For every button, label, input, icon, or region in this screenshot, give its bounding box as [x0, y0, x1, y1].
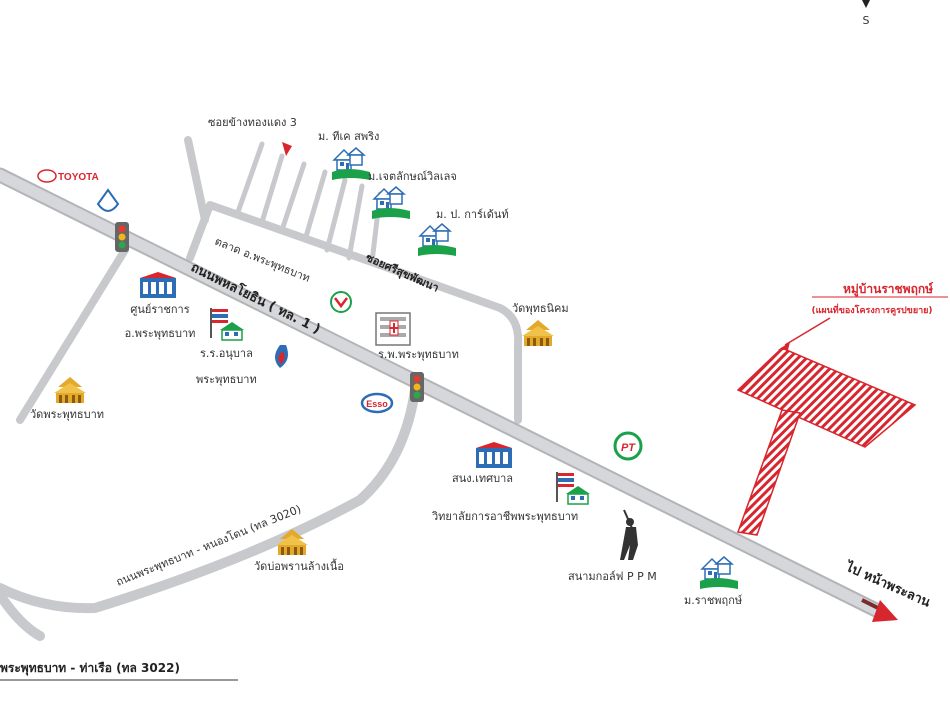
- project-area[interactable]: หมู่บ้านราชพฤกษ์ (แผนที่ของโครงการคูรปขย…: [736, 282, 948, 536]
- government-building-icon: [140, 272, 176, 298]
- landmark-ban-tk[interactable]: ม. ทีเค สพริง: [318, 130, 379, 181]
- temple-icon: [54, 377, 86, 403]
- pt-icon: [613, 431, 643, 461]
- road-3022: [0, 590, 45, 641]
- label-ban-jedsak: ม.เจตลักษณ์วิลเลจ: [368, 170, 457, 183]
- landmark-school[interactable]: ร.ร.อนุบาล พระพุทธบาท: [196, 307, 257, 386]
- project-subtitle: (แผนที่ของโครงการคูรปขยาย): [811, 303, 932, 316]
- label-college: วิทยาลัยการอาชีพพระพุทธบาท: [431, 510, 578, 523]
- label-gov-center-1: ศูนย์ราชการ: [130, 303, 189, 316]
- kbank-logo: [330, 291, 352, 313]
- house-icon: [371, 186, 411, 220]
- road-soi-4: [302, 169, 328, 243]
- compass: S: [862, 0, 870, 27]
- kbank-icon: [330, 291, 352, 313]
- project-access-road: [736, 409, 802, 536]
- label-ban-tk: ม. ทีเค สพริง: [318, 130, 379, 143]
- temple-icon: [522, 320, 554, 346]
- road-soi-3: [279, 161, 307, 233]
- landmark-hospital[interactable]: ร.พ.พระพุทธบาท: [375, 312, 459, 361]
- compass-arrow-icon: [862, 0, 870, 8]
- road-north-stub: [184, 136, 209, 224]
- fuel-station-icon: [96, 188, 120, 212]
- road-soi-6: [346, 183, 365, 261]
- landmark-college[interactable]: วิทยาลัยการอาชีพพระพุทธบาท: [431, 471, 591, 523]
- soi-flag-icon: [282, 142, 292, 156]
- landmark-gov-center[interactable]: ศูนย์ราชการ อ.พระพุทธบาท: [125, 272, 196, 340]
- compass-south-label: S: [863, 14, 870, 27]
- traffic-light-icon: [410, 372, 424, 402]
- landmark-municipal[interactable]: สนง.เทศบาล: [452, 442, 513, 485]
- toyota-logo-icon: [37, 169, 57, 183]
- destination-arrow: [861, 598, 898, 622]
- road-west-branch: [16, 246, 129, 424]
- road-soi-2: [259, 153, 285, 225]
- landmark-golf[interactable]: สนามกอล์ฟ P P M: [568, 509, 657, 583]
- label-school-1: ร.ร.อนุบาล: [200, 347, 253, 360]
- landmark-ban-jedsak[interactable]: ม.เจตลักษณ์วิลเลจ: [368, 170, 457, 220]
- label-soi-thonglaeng: ซอยข้างทองแดง 3: [208, 116, 297, 129]
- landmark-ban-garden[interactable]: ม. ป. การ์เด้นท์: [417, 208, 509, 257]
- label-pt: PT: [621, 442, 636, 454]
- project-plot[interactable]: [736, 347, 917, 448]
- label-golf: สนามกอล์ฟ P P M: [568, 570, 657, 583]
- government-building-icon: [476, 442, 512, 468]
- esso-icon: [360, 392, 394, 414]
- landmark-wat-phrabat[interactable]: วัดพระพุทธบาท: [30, 377, 104, 421]
- label-municipal: สนง.เทศบาล: [452, 472, 513, 485]
- label-wat-phrabat: วัดพระพุทธบาท: [30, 408, 104, 421]
- landmark-wat-phuttanimit[interactable]: วัดพุทธนิคม: [512, 302, 569, 346]
- label-wat-phuttanimit: วัดพุทธนิคม: [512, 302, 569, 315]
- house-icon: [699, 556, 739, 590]
- toyota-label: TOYOTA: [58, 172, 99, 183]
- road-srisuk: [376, 261, 523, 424]
- road-3020: [0, 385, 420, 614]
- golfer-icon: [620, 509, 638, 560]
- road-soi-1: [235, 141, 265, 215]
- landmark-wat-bo[interactable]: วัดบ่อพรานล้างเนื้อ: [254, 529, 344, 573]
- label-hospital: ร.พ.พระพุทธบาท: [378, 348, 459, 361]
- project-title: หมู่บ้านราชพฤกษ์: [843, 282, 933, 297]
- ptt-logo: [275, 345, 288, 368]
- label-gov-center-2: อ.พระพุทธบาท: [125, 327, 196, 340]
- road-soi-5: [324, 177, 348, 253]
- label-soi-srisuk: ซอยศรีสุขพัฒนา: [363, 251, 440, 296]
- label-ban-garden: ม. ป. การ์เด้นท์: [436, 208, 509, 221]
- label-esso: Esso: [366, 399, 388, 409]
- project-pointer: [784, 317, 831, 346]
- school-icon: [209, 307, 245, 341]
- traffic-light-icon: [115, 222, 129, 252]
- pt-logo: PT: [613, 431, 643, 461]
- esso-logo: Esso: [360, 392, 394, 414]
- house-icon: [417, 223, 457, 257]
- school-icon: [555, 471, 591, 505]
- road-market-loop: [186, 201, 384, 269]
- label-ban-ratchaphruek: ม.ราชพฤกษ์: [684, 594, 742, 607]
- label-wat-bo: วัดบ่อพรานล้างเนื้อ: [254, 558, 344, 573]
- house-icon: [331, 147, 371, 181]
- landmark-ban-ratchaphruek[interactable]: ม.ราชพฤกษ์: [684, 556, 742, 607]
- landmark-toyota[interactable]: TOYOTA: [37, 169, 99, 183]
- label-road-3022: พระพุทธบาท - ท่าเรือ (ทล 3022): [0, 661, 180, 676]
- label-school-2: พระพุทธบาท: [196, 373, 257, 386]
